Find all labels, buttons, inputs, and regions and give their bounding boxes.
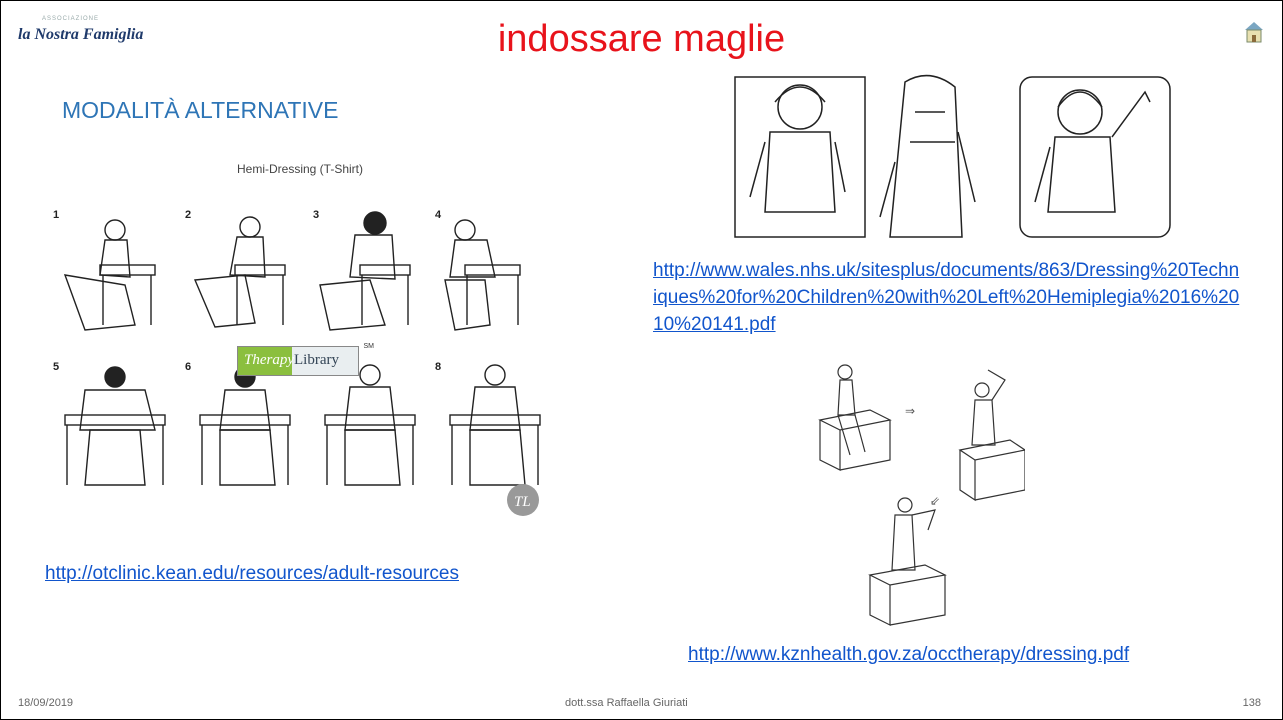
footer-author: dott.ssa Raffaella Giuriati	[565, 697, 688, 709]
dressing-steps-drawing: 1 2 3 4 5 6 7 8 TL	[53, 209, 541, 516]
panel-number: 5	[53, 361, 59, 373]
logo: la Nostra Famiglia	[18, 26, 144, 43]
badge-part2: Library	[294, 352, 339, 368]
logo-tagline: ASSOCIAZIONE	[42, 16, 100, 22]
adult-dressing-sequence-illustration: ⇒ ⇙	[818, 364, 1025, 626]
slide-title: indossare maglie	[497, 18, 786, 60]
watermark-text: TL	[514, 494, 531, 510]
panel-number: 3	[313, 209, 319, 221]
footer-date: 18/09/2019	[18, 697, 74, 709]
kznhealth-link[interactable]: http://www.kznhealth.gov.za/occtherapy/d…	[688, 644, 1130, 665]
panel-number: 8	[435, 361, 441, 373]
wales-nhs-link[interactable]: http://www.wales.nhs.uk/sitesplus/docume…	[653, 260, 1240, 335]
badge-part1: Therapy	[244, 352, 294, 368]
panel-number: 1	[53, 209, 59, 221]
footer-page-number: 138	[1242, 697, 1261, 709]
badge-mark: SM	[363, 343, 375, 350]
therapy-library-badge: TherapyLibrary SM	[237, 343, 374, 376]
illustration-caption: Hemi-Dressing (T-Shirt)	[236, 162, 363, 176]
child-dressing-illustration	[734, 74, 1171, 238]
hemi-dressing-illustration: Hemi-Dressing (T-Shirt)	[35, 150, 565, 545]
panel-number: 2	[185, 209, 191, 221]
otclinic-link[interactable]: http://otclinic.kean.edu/resources/adult…	[45, 563, 459, 584]
panel-number: 4	[435, 209, 442, 221]
section-subtitle: MODALITÀ ALTERNATIVE	[62, 97, 339, 123]
panel-number: 6	[185, 361, 191, 373]
house-icon	[1245, 22, 1263, 43]
arrow-right-glyph: ⇒	[905, 404, 915, 418]
arrow-down-glyph: ⇙	[930, 494, 940, 508]
